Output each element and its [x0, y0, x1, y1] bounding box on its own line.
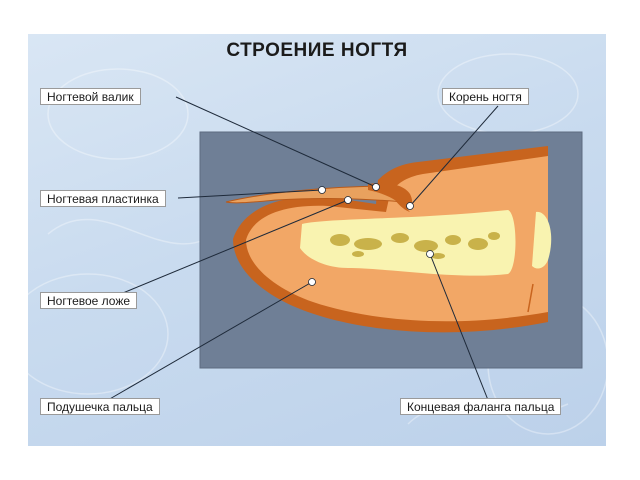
callout-dot-nail-bed — [344, 196, 352, 204]
callout-dot-finger-pad — [308, 278, 316, 286]
label-nail-fold: Ногтевой валик — [40, 88, 141, 105]
callout-line-distal-phalanx — [429, 253, 489, 401]
slide: СТРОЕНИЕ НОГТЯ — [28, 34, 606, 446]
callout-dot-nail-root — [406, 202, 414, 210]
callout-points — [308, 183, 434, 286]
callout-line-finger-pad — [107, 281, 313, 401]
callout-line-nail-plate — [177, 189, 323, 199]
callout-line-nail-fold — [175, 96, 377, 188]
nail-structure-diagram — [107, 96, 583, 401]
label-distal-phalanx: Концевая фаланга пальца — [400, 398, 562, 415]
phalanx-bone — [300, 210, 516, 276]
joint-line — [527, 283, 534, 313]
callout-dot-nail-fold — [372, 183, 380, 191]
callout-lines — [107, 96, 499, 401]
label-nail-root: Корень ногтя — [442, 88, 529, 105]
label-nail-bed: Ногтевое ложе — [40, 292, 138, 309]
page-title: СТРОЕНИЕ НОГТЯ — [226, 40, 408, 61]
label-finger-pad: Подушечка пальца — [40, 398, 160, 415]
label-nail-plate: Ногтевая пластинка — [40, 190, 166, 207]
callout-dot-nail-plate — [318, 186, 326, 194]
callout-dot-distal-phalanx — [426, 250, 434, 258]
callout-line-nail-bed — [117, 199, 349, 296]
adjacent-phalanx-bone — [532, 211, 552, 269]
bone-marrow — [330, 232, 500, 259]
callout-line-nail-root — [409, 105, 499, 207]
nail-fold-shape — [368, 183, 413, 210]
